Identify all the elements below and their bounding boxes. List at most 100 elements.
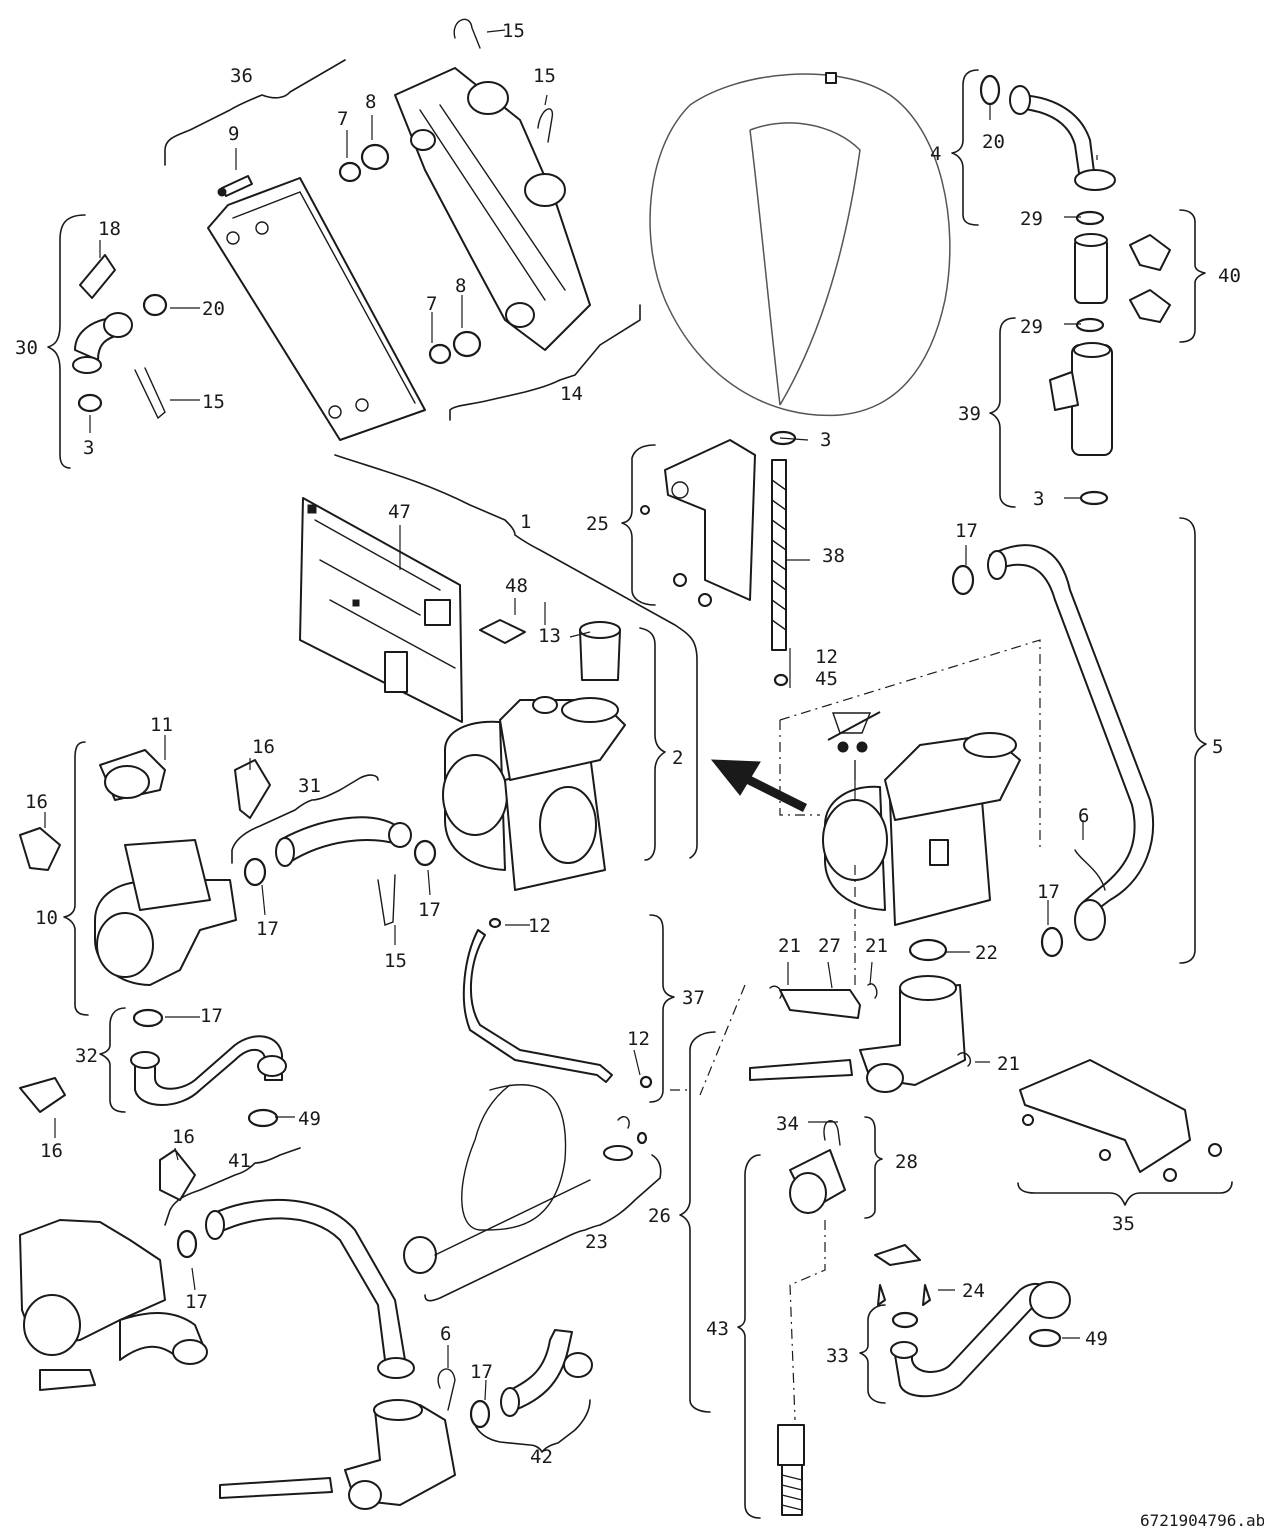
callout-28: 28 xyxy=(895,1151,918,1173)
filter-28 xyxy=(789,1120,846,1214)
callout-21: 21 xyxy=(778,935,801,957)
callout-47: 47 xyxy=(388,501,411,523)
document-id: 6721904796.ab xyxy=(1140,1511,1264,1530)
callout-labels: 15 36 15 8 7 9 4 20 29 18 40 8 7 20 29 3… xyxy=(15,20,1241,1468)
callout-26: 26 xyxy=(648,1205,671,1227)
callout-41: 41 xyxy=(228,1150,251,1172)
callout-17: 17 xyxy=(955,520,978,542)
callout-45: 45 xyxy=(815,668,838,690)
callout-17: 17 xyxy=(185,1291,208,1313)
callout-38: 38 xyxy=(822,545,845,567)
callout-36: 36 xyxy=(230,65,253,87)
expansion-vessel xyxy=(649,72,951,417)
fill-connector-43 xyxy=(777,1220,826,1516)
callout-15: 15 xyxy=(202,391,225,413)
bracket-35 xyxy=(1019,1059,1222,1182)
callout-17: 17 xyxy=(470,1361,493,1383)
pressure-sensor-13 xyxy=(579,621,621,681)
callout-42: 42 xyxy=(530,1446,553,1468)
callout-15: 15 xyxy=(533,65,556,87)
pump-service-unit xyxy=(779,639,1041,926)
callout-43: 43 xyxy=(706,1318,729,1340)
callout-21: 21 xyxy=(865,935,888,957)
callout-30: 30 xyxy=(15,337,38,359)
callout-17: 17 xyxy=(200,1005,223,1027)
no-shopping-cart-icon xyxy=(827,711,881,780)
callout-29: 29 xyxy=(1020,316,1043,338)
callout-16: 16 xyxy=(25,791,48,813)
callout-49: 49 xyxy=(298,1108,321,1130)
callout-4: 4 xyxy=(930,143,941,165)
callout-48: 48 xyxy=(505,575,528,597)
control-circuit-board xyxy=(299,497,463,723)
tee-fitting-27 xyxy=(769,983,878,1019)
main-valve-block xyxy=(749,975,972,1093)
callout-3: 3 xyxy=(1033,488,1044,510)
callout-49: 49 xyxy=(1085,1328,1108,1350)
pipe-31 xyxy=(243,816,437,926)
bracket-25 xyxy=(640,439,756,607)
callout-40: 40 xyxy=(1218,265,1241,287)
valve-block-lower xyxy=(219,1368,456,1510)
callout-8: 8 xyxy=(365,91,376,113)
seal-rings-top xyxy=(338,143,482,365)
hydraulic-manifold xyxy=(394,67,591,351)
callout-3: 3 xyxy=(83,437,94,459)
callout-17: 17 xyxy=(1037,881,1060,903)
motor-valve-10 xyxy=(19,749,271,986)
callout-16: 16 xyxy=(252,736,275,758)
callout-12: 12 xyxy=(528,915,551,937)
bolt xyxy=(217,175,253,197)
sensor-cable-23 xyxy=(403,1084,648,1274)
callout-17: 17 xyxy=(418,899,441,921)
valve-group-41 xyxy=(19,1149,208,1391)
callout-10: 10 xyxy=(35,907,58,929)
callout-27: 27 xyxy=(818,935,841,957)
callout-24: 24 xyxy=(962,1280,985,1302)
callout-23: 23 xyxy=(585,1231,608,1253)
callout-34: 34 xyxy=(776,1113,799,1135)
pipe-4 xyxy=(979,74,1116,191)
callout-8: 8 xyxy=(455,275,466,297)
callout-14: 14 xyxy=(560,383,583,405)
callout-5: 5 xyxy=(1212,736,1223,758)
callout-15: 15 xyxy=(502,20,525,42)
callout-35: 35 xyxy=(1112,1213,1135,1235)
callout-32: 32 xyxy=(75,1045,98,1067)
leader-lines xyxy=(44,29,1233,1519)
callout-1: 1 xyxy=(520,511,531,533)
pipe-5 xyxy=(951,544,1154,958)
callout-16: 16 xyxy=(172,1126,195,1148)
callout-18: 18 xyxy=(98,218,121,240)
elbow-fitting-30 xyxy=(72,254,168,420)
plate-heat-exchanger xyxy=(207,177,426,441)
callout-12: 12 xyxy=(627,1028,650,1050)
callout-13: 13 xyxy=(538,625,561,647)
direction-arrow-icon xyxy=(710,759,808,813)
small-component-48 xyxy=(479,619,526,644)
callout-20: 20 xyxy=(202,298,225,320)
callout-37: 37 xyxy=(682,987,705,1009)
callout-39: 39 xyxy=(958,403,981,425)
coupling-40 xyxy=(1074,210,1171,333)
callout-15: 15 xyxy=(384,950,407,972)
clip-16-lower-left xyxy=(19,1077,66,1113)
callout-20: 20 xyxy=(982,131,1005,153)
pipe-42 xyxy=(469,1329,593,1429)
callout-21: 21 xyxy=(997,1053,1020,1075)
callout-3: 3 xyxy=(820,429,831,451)
clip-15-mid xyxy=(537,108,554,143)
pipe-32 xyxy=(130,1008,287,1128)
callout-12: 12 xyxy=(815,646,838,668)
flexible-hose-38 xyxy=(769,430,797,687)
seal-22 xyxy=(908,938,948,962)
callout-17: 17 xyxy=(256,918,279,940)
callout-31: 31 xyxy=(298,775,321,797)
callout-22: 22 xyxy=(975,942,998,964)
callout-7: 7 xyxy=(426,293,437,315)
callout-25: 25 xyxy=(586,513,609,535)
callout-11: 11 xyxy=(150,714,173,736)
clip-15-top xyxy=(453,18,481,49)
sensor-pipe-37 xyxy=(462,917,653,1089)
